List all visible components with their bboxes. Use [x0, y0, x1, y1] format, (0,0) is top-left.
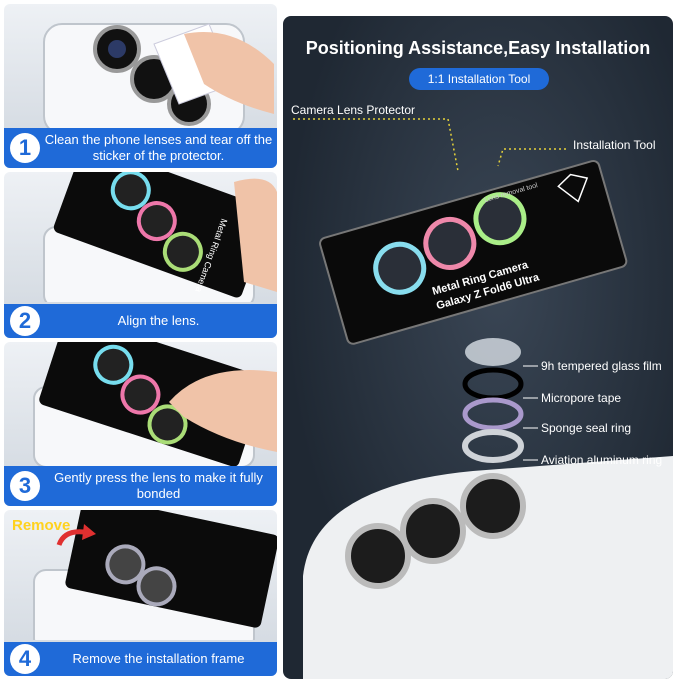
- hand: [234, 178, 277, 292]
- arrow-icon: [56, 529, 85, 546]
- panel-title: Positioning Assistance,Easy Installation: [305, 38, 651, 58]
- installation-tool-card: Metal Ring Camera Galaxy Z Fold6 Ultra L…: [319, 159, 628, 345]
- step-number: 2: [10, 306, 40, 336]
- step-number: 4: [10, 644, 40, 674]
- step4-illustration: [33, 510, 277, 640]
- step-panel-4: 4 Remove the installation frame: [4, 510, 277, 676]
- tool-pill: 1:1 Installation Tool: [409, 68, 549, 90]
- step-text: Gently press the lens to make it fully b…: [54, 470, 263, 501]
- step-bar-4: 4 Remove the installation frame: [4, 642, 277, 676]
- step-number: 3: [10, 471, 40, 501]
- layer-label-1: 9h tempered glass film: [541, 359, 662, 373]
- step-bar-3: 3 Gently press the lens to make it fully…: [4, 466, 277, 506]
- step1-illustration: [43, 23, 274, 128]
- camera-lens-icon: [345, 473, 526, 589]
- exploded-illustration: Metal Ring Camera Galaxy Z Fold6 Ultra L…: [293, 118, 673, 679]
- step2-illustration: Metal Ring Camera: [43, 172, 277, 302]
- step3-illustration: [33, 342, 277, 466]
- step-bar-1: 1 Clean the phone lenses and tear off th…: [4, 128, 277, 168]
- layer-label-2: Micropore tape: [541, 391, 622, 405]
- camera-lens-protector-label: Camera Lens Protector: [291, 103, 416, 117]
- step-panel-3: 3 Gently press the lens to make it fully…: [4, 342, 277, 506]
- sponge-ring-layer: [462, 397, 524, 431]
- hand: [184, 32, 274, 114]
- installation-tool-card: [65, 510, 277, 628]
- phone-body: [303, 456, 673, 679]
- step-bar-2: 2 Align the lens.: [4, 304, 277, 338]
- layer-label-3: Sponge seal ring: [541, 421, 632, 435]
- step-number: 1: [10, 133, 40, 163]
- glass-film-layer: [465, 338, 521, 366]
- step-text: Align the lens.: [117, 313, 200, 328]
- step-panel-1: 1 Clean the phone lenses and tear off th…: [4, 4, 277, 168]
- step-panel-2: Metal Ring Camera 2 Align the lens.: [4, 172, 277, 338]
- step-text: Remove the installation frame: [72, 651, 245, 666]
- step-text: Clean the phone lenses and tear off the …: [44, 132, 273, 163]
- layer-label-4: Aviation aluminum ring: [541, 453, 663, 467]
- diamond-icon: [557, 173, 589, 203]
- remove-label: Remove: [12, 517, 71, 534]
- hand: [169, 370, 277, 452]
- aluminum-ring-layer: [462, 429, 524, 463]
- tape-layer: [462, 367, 524, 401]
- installation-tool-label: Installation Tool: [573, 138, 656, 152]
- info-panel: Positioning Assistance,Easy Installation…: [283, 16, 673, 679]
